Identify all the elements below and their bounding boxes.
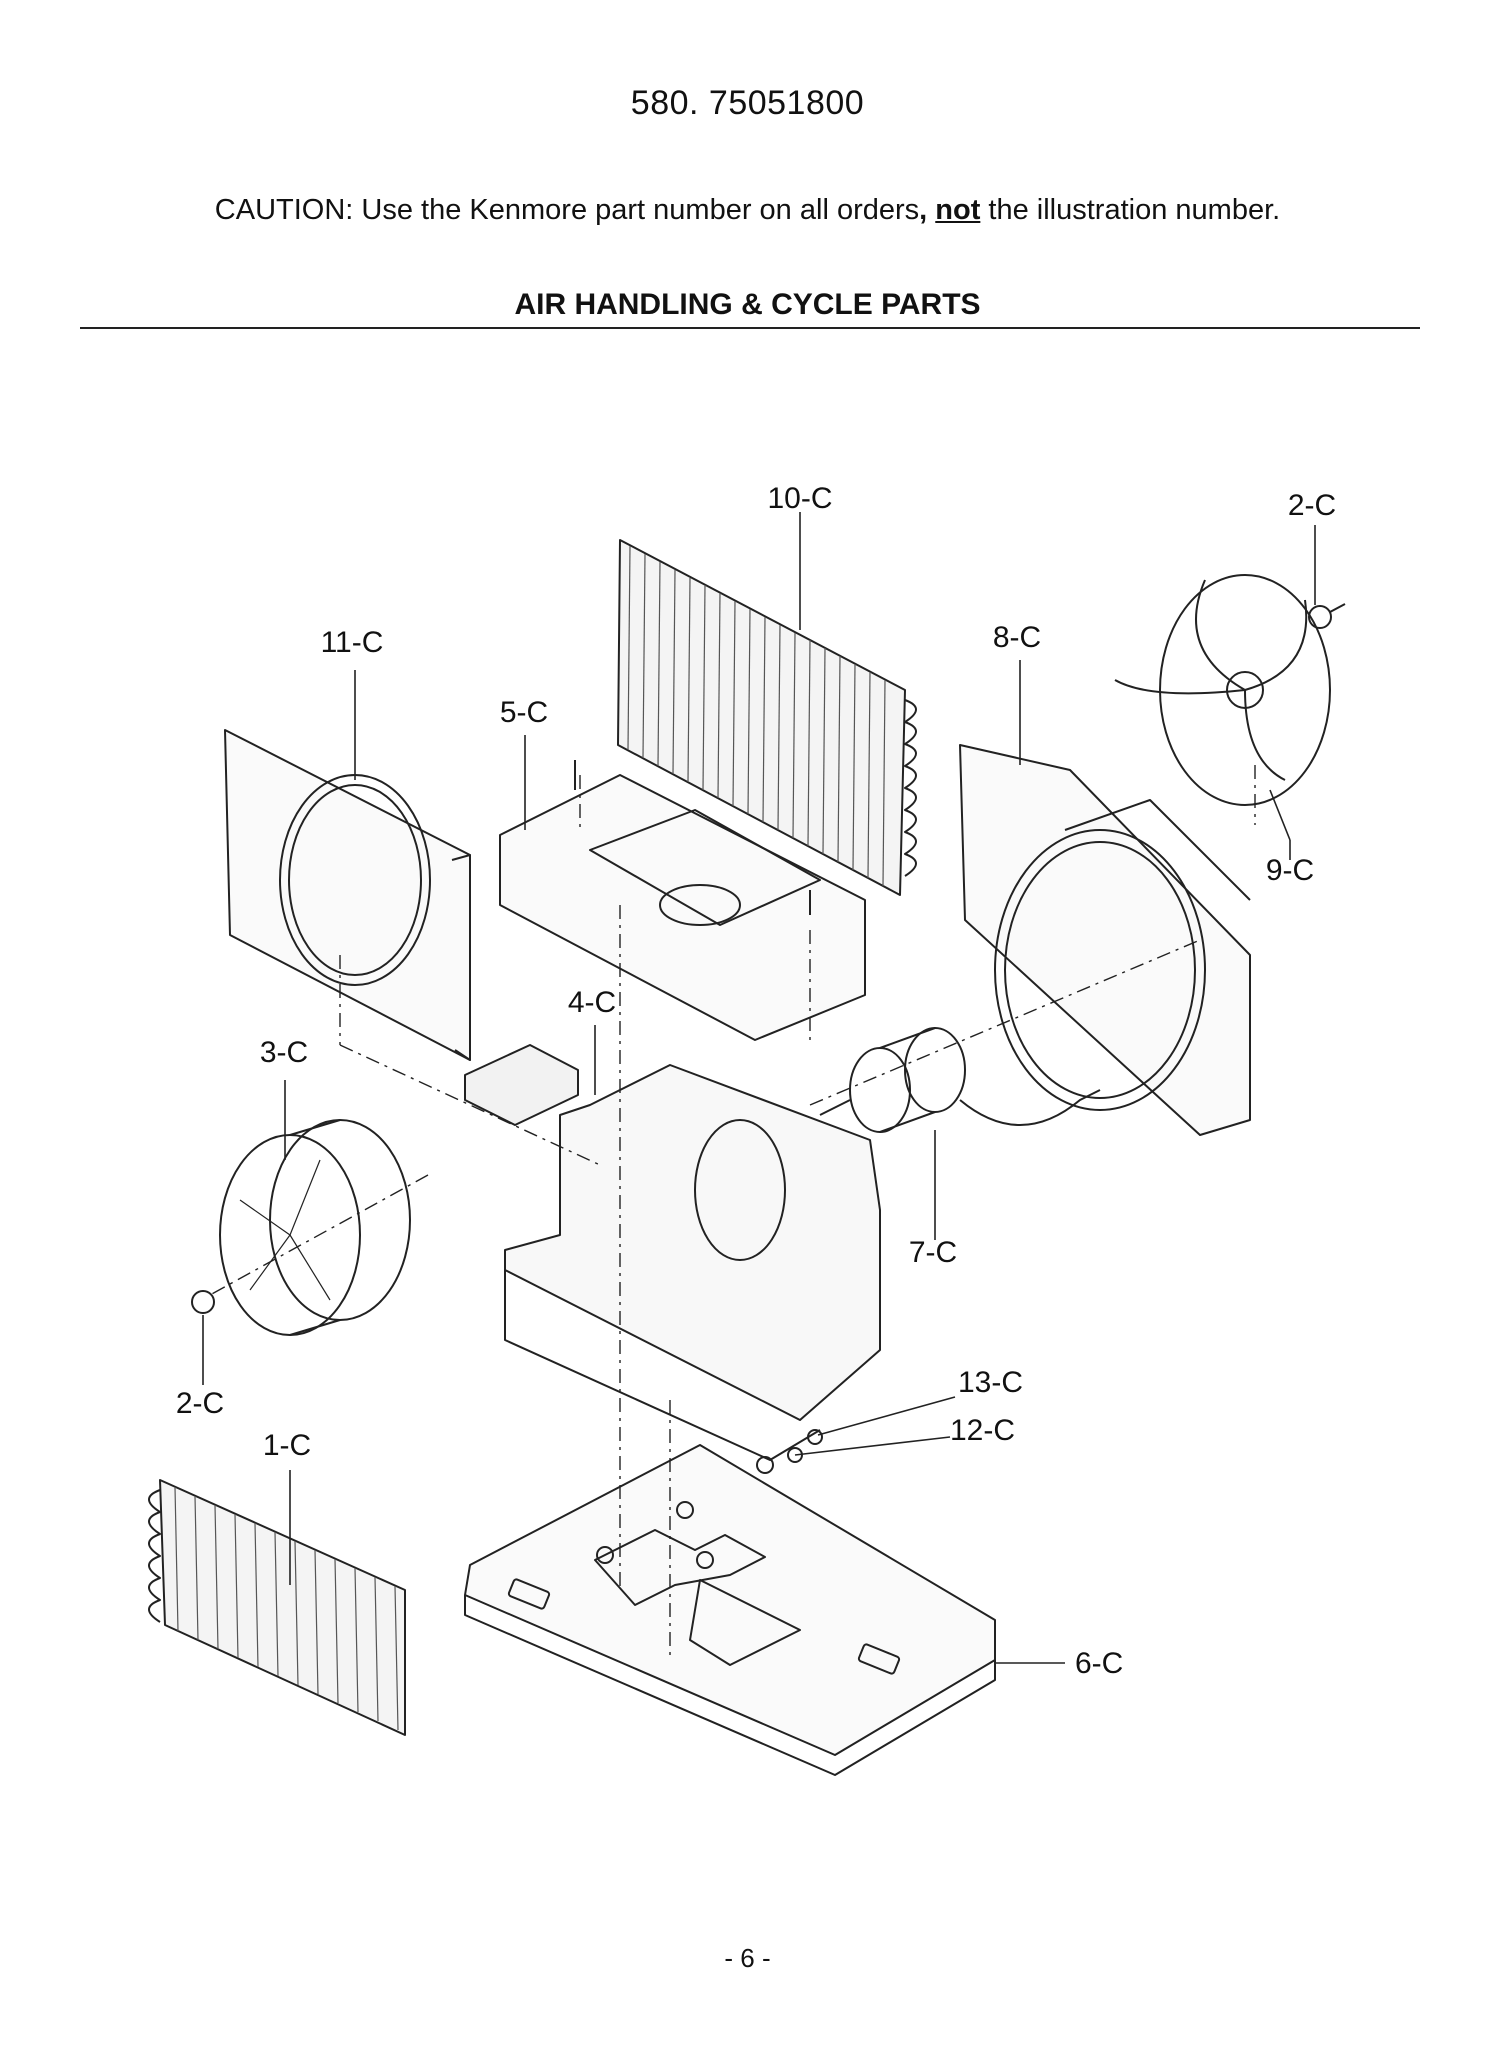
label-6c: 6-C <box>1075 1647 1123 1680</box>
caution-comma: , <box>919 194 936 226</box>
caution-prefix: CAUTION: Use the Kenmore part number on … <box>214 194 920 226</box>
label-7c: 7-C <box>909 1236 957 1269</box>
page-number: - 6 - <box>724 1943 771 1973</box>
label-3c: 3-C <box>260 1036 308 1069</box>
part-4c-housing <box>464 1044 881 1461</box>
part-11c-orifice-panel <box>224 729 471 1061</box>
caution-suffix: the illustration number. <box>980 194 1281 226</box>
part-3c-blower-wheel <box>219 1119 411 1336</box>
label-11c: 11-C <box>321 626 384 659</box>
model-number: 580. 75051800 <box>630 84 865 122</box>
part-6c-base-pan <box>464 1444 996 1776</box>
label-10c: 10-C <box>767 482 832 515</box>
section-title: AIR HANDLING & CYCLE PARTS <box>514 288 981 321</box>
caution-emphasis: not <box>935 194 981 226</box>
part-12c-13c-fasteners <box>756 1429 823 1474</box>
part-9c-axial-fan <box>1114 574 1331 806</box>
label-9c: 9-C <box>1266 854 1314 887</box>
part-8c-shroud <box>959 744 1251 1136</box>
part-5c-top-pan <box>499 760 866 1041</box>
alignment-lines <box>209 765 1256 1655</box>
part-1c-evaporator-coil <box>148 1479 406 1736</box>
part-2c-nut-bottom <box>191 1290 215 1314</box>
caution-note: CAUTION: Use the Kenmore part number on … <box>0 194 1495 227</box>
label-2c-bottom: 2-C <box>176 1387 224 1420</box>
label-2c-top: 2-C <box>1288 489 1336 522</box>
label-12c: 12-C <box>950 1414 1015 1447</box>
label-4c: 4-C <box>568 986 616 1019</box>
label-13c: 13-C <box>958 1366 1023 1399</box>
label-1c: 1-C <box>263 1429 311 1462</box>
leader-lines <box>202 512 1316 1664</box>
label-5c: 5-C <box>500 696 548 729</box>
label-8c: 8-C <box>993 621 1041 654</box>
section-divider <box>80 327 1420 329</box>
part-10c-condenser-coil <box>617 539 917 896</box>
part-7c-fan-motor <box>819 1027 1101 1133</box>
part-2c-nut-top <box>1308 603 1346 629</box>
